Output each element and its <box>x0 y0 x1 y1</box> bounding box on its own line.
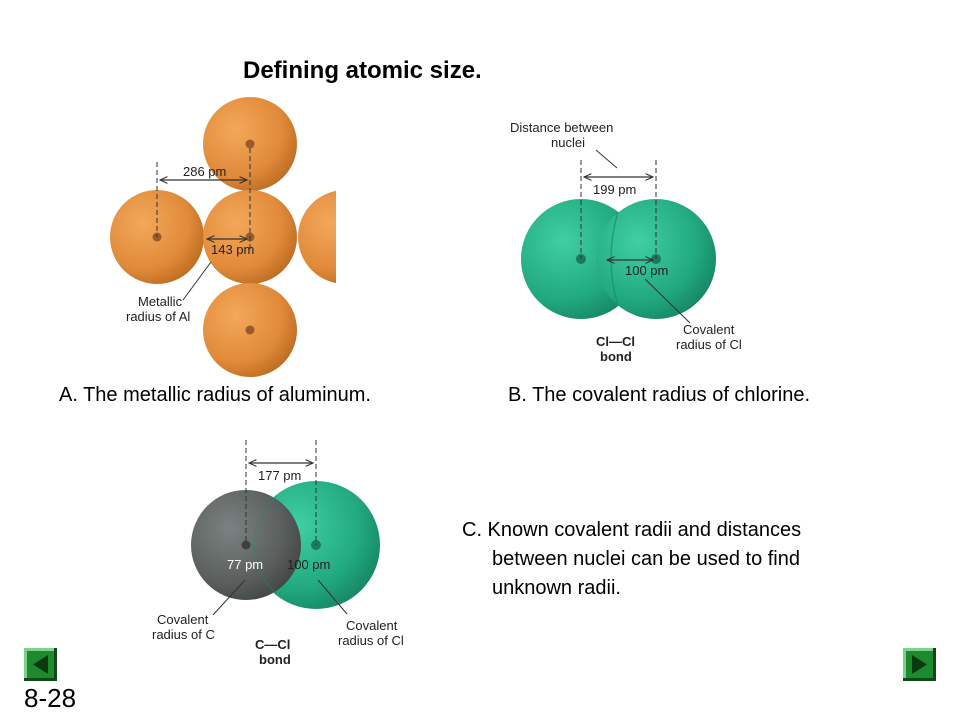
cl-callout2-line2: radius of Cl <box>338 633 404 648</box>
callout-line <box>182 261 212 301</box>
ccl-radius-label: 100 pm <box>287 557 330 572</box>
al-callout-line1: Metallic <box>138 294 183 309</box>
caption-panel-a: A. The metallic radius of aluminum. <box>59 384 371 406</box>
cl-header-line2: nuclei <box>551 135 585 150</box>
cl-bond-line1: Cl—Cl <box>596 334 635 349</box>
cl-callout-line2: radius of Cl <box>676 337 742 352</box>
triangle-right-icon <box>903 648 936 681</box>
al-callout-line2: radius of Al <box>126 309 190 324</box>
caption-c-line1: C. Known covalent radii and distances <box>462 519 802 541</box>
ccl-bond-line2: bond <box>259 652 291 667</box>
al-radius-label: 143 pm <box>211 242 254 257</box>
al-distance-label: 286 pm <box>183 164 226 179</box>
caption-c-line3: unknown radii. <box>492 577 621 599</box>
cl-callout-line1: Covalent <box>683 322 735 337</box>
caption-c-line2: between nuclei can be used to find <box>492 548 800 570</box>
previous-slide-button[interactable] <box>24 648 57 681</box>
ccl-distance-label: 177 pm <box>258 468 301 483</box>
c-callout-line2: radius of C <box>152 627 215 642</box>
callout-line <box>644 278 691 324</box>
al-atom-right <box>298 190 336 284</box>
cl-bond-line2: bond <box>600 349 632 364</box>
triangle-left-icon <box>24 648 57 681</box>
callout-line <box>595 149 618 169</box>
cl-distance-label: 199 pm <box>593 182 636 197</box>
caption-panel-c: C. Known covalent radii and distances be… <box>462 516 801 603</box>
c-callout-line1: Covalent <box>157 612 209 627</box>
panel-c-carbon-chlorine: 177 pm 77 pm 100 pm Covalent radius of C… <box>152 440 404 667</box>
caption-panel-b: B. The covalent radius of chlorine. <box>508 384 811 406</box>
slide-title: Defining atomic size. <box>243 57 482 84</box>
panel-b-chlorine: Distance between nuclei 199 pm 100 pm Co… <box>510 120 742 364</box>
nucleus <box>245 139 255 149</box>
callout-line <box>317 579 348 615</box>
cl-header-line1: Distance between <box>510 120 613 135</box>
slide-number: 8-28 <box>24 683 77 713</box>
ccl-bond-line1: C—Cl <box>255 637 290 652</box>
nucleus <box>245 325 255 335</box>
callout-line <box>212 579 246 616</box>
bond-overlap <box>253 495 278 595</box>
next-slide-button[interactable] <box>903 648 936 681</box>
cl-callout2-line1: Covalent <box>346 618 398 633</box>
c-radius-label: 77 pm <box>227 557 263 572</box>
panel-a-aluminum: 286 pm 143 pm Metallic radius of Al <box>110 97 336 377</box>
cl-radius-label: 100 pm <box>625 263 668 278</box>
